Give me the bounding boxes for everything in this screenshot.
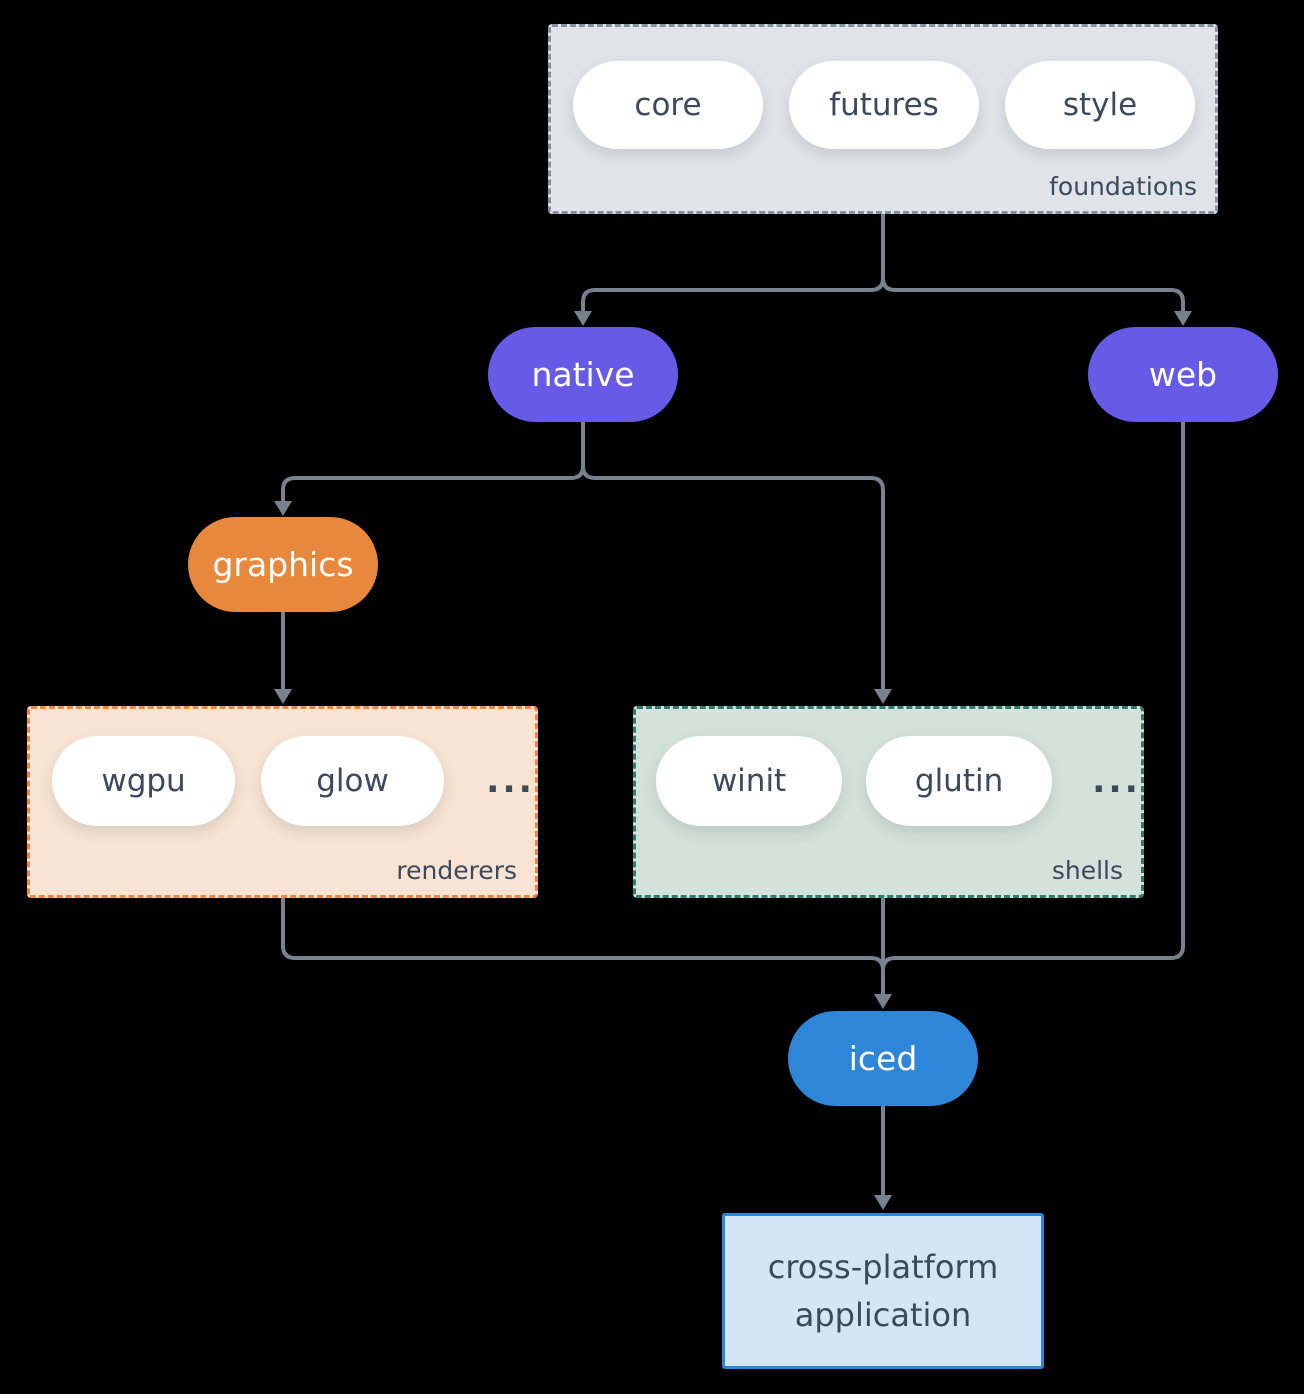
arrowhead-graphics [274,501,292,516]
node-futures: futures [789,61,979,149]
arrowhead-web [1174,311,1192,326]
arrowhead-native [574,311,592,326]
node-iced: iced [788,1011,978,1106]
node-wgpu: wgpu [52,736,236,826]
connector-native-shells [581,420,885,692]
group-renderers-label: renderers [396,856,517,885]
node-cross-platform-application: cross-platform application [722,1213,1044,1369]
group-foundations-label: foundations [1049,172,1197,201]
node-style: style [1005,61,1195,149]
node-web: web [1088,327,1278,422]
connector-foundations-web [881,212,1185,314]
group-shells-label: shells [1051,856,1123,885]
arrowhead-shells [874,689,892,704]
shells-ellipsis: ... [1092,761,1141,801]
connector-renderers-iced [281,896,885,972]
group-shells: winit glutin ... shells [633,706,1144,898]
connector-foundations-native [581,212,885,314]
connector-native-graphics [281,420,585,504]
node-glow: glow [261,736,445,826]
group-foundations: core futures style foundations [548,24,1218,214]
renderers-ellipsis: ... [486,761,535,801]
node-core: core [573,61,763,149]
arrowhead-renderers [274,689,292,704]
foundations-pill-row: core futures style [551,27,1215,149]
node-native: native [488,327,678,422]
shells-pill-row: winit glutin ... [636,709,1141,826]
node-winit: winit [656,736,843,826]
node-glutin: glutin [866,736,1053,826]
renderers-pill-row: wgpu glow ... [30,709,535,826]
node-graphics: graphics [188,517,378,612]
arrowhead-iced [874,994,892,1009]
arrowhead-application [874,1195,892,1210]
group-renderers: wgpu glow ... renderers [27,706,538,898]
